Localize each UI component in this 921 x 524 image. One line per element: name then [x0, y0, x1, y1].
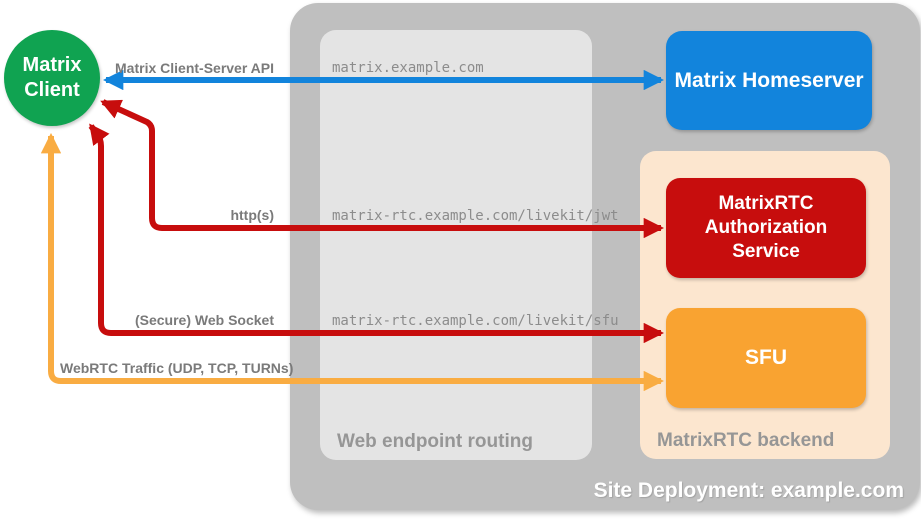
endpoint-label-livekit-sfu: matrix-rtc.example.com/livekit/sfu — [332, 313, 619, 329]
node-sfu: SFU — [666, 308, 866, 408]
protocol-label-https: http(s) — [230, 207, 274, 223]
web-endpoint-routing-label: Web endpoint routing — [337, 431, 533, 452]
matrixrtc-backend-label: MatrixRTC backend — [657, 430, 835, 451]
site-deployment-label: Site Deployment: example.com — [593, 479, 904, 502]
web-endpoint-routing-container: Web endpoint routing — [320, 30, 592, 460]
endpoint-label-livekit-jwt: matrix-rtc.example.com/livekit/jwt — [332, 208, 619, 224]
endpoint-label-matrix: matrix.example.com — [332, 60, 484, 76]
node-matrix-homeserver: Matrix Homeserver — [666, 31, 872, 130]
node-matrix-client: Matrix Client — [4, 30, 100, 126]
protocol-label-client-server-api: Matrix Client-Server API — [115, 60, 274, 76]
protocol-label-websocket: (Secure) Web Socket — [134, 312, 274, 328]
node-matrixrtc-authorization-service: MatrixRTC Authorization Service — [666, 178, 866, 278]
protocol-label-webrtc: WebRTC Traffic (UDP, TCP, TURNs) — [60, 360, 294, 376]
